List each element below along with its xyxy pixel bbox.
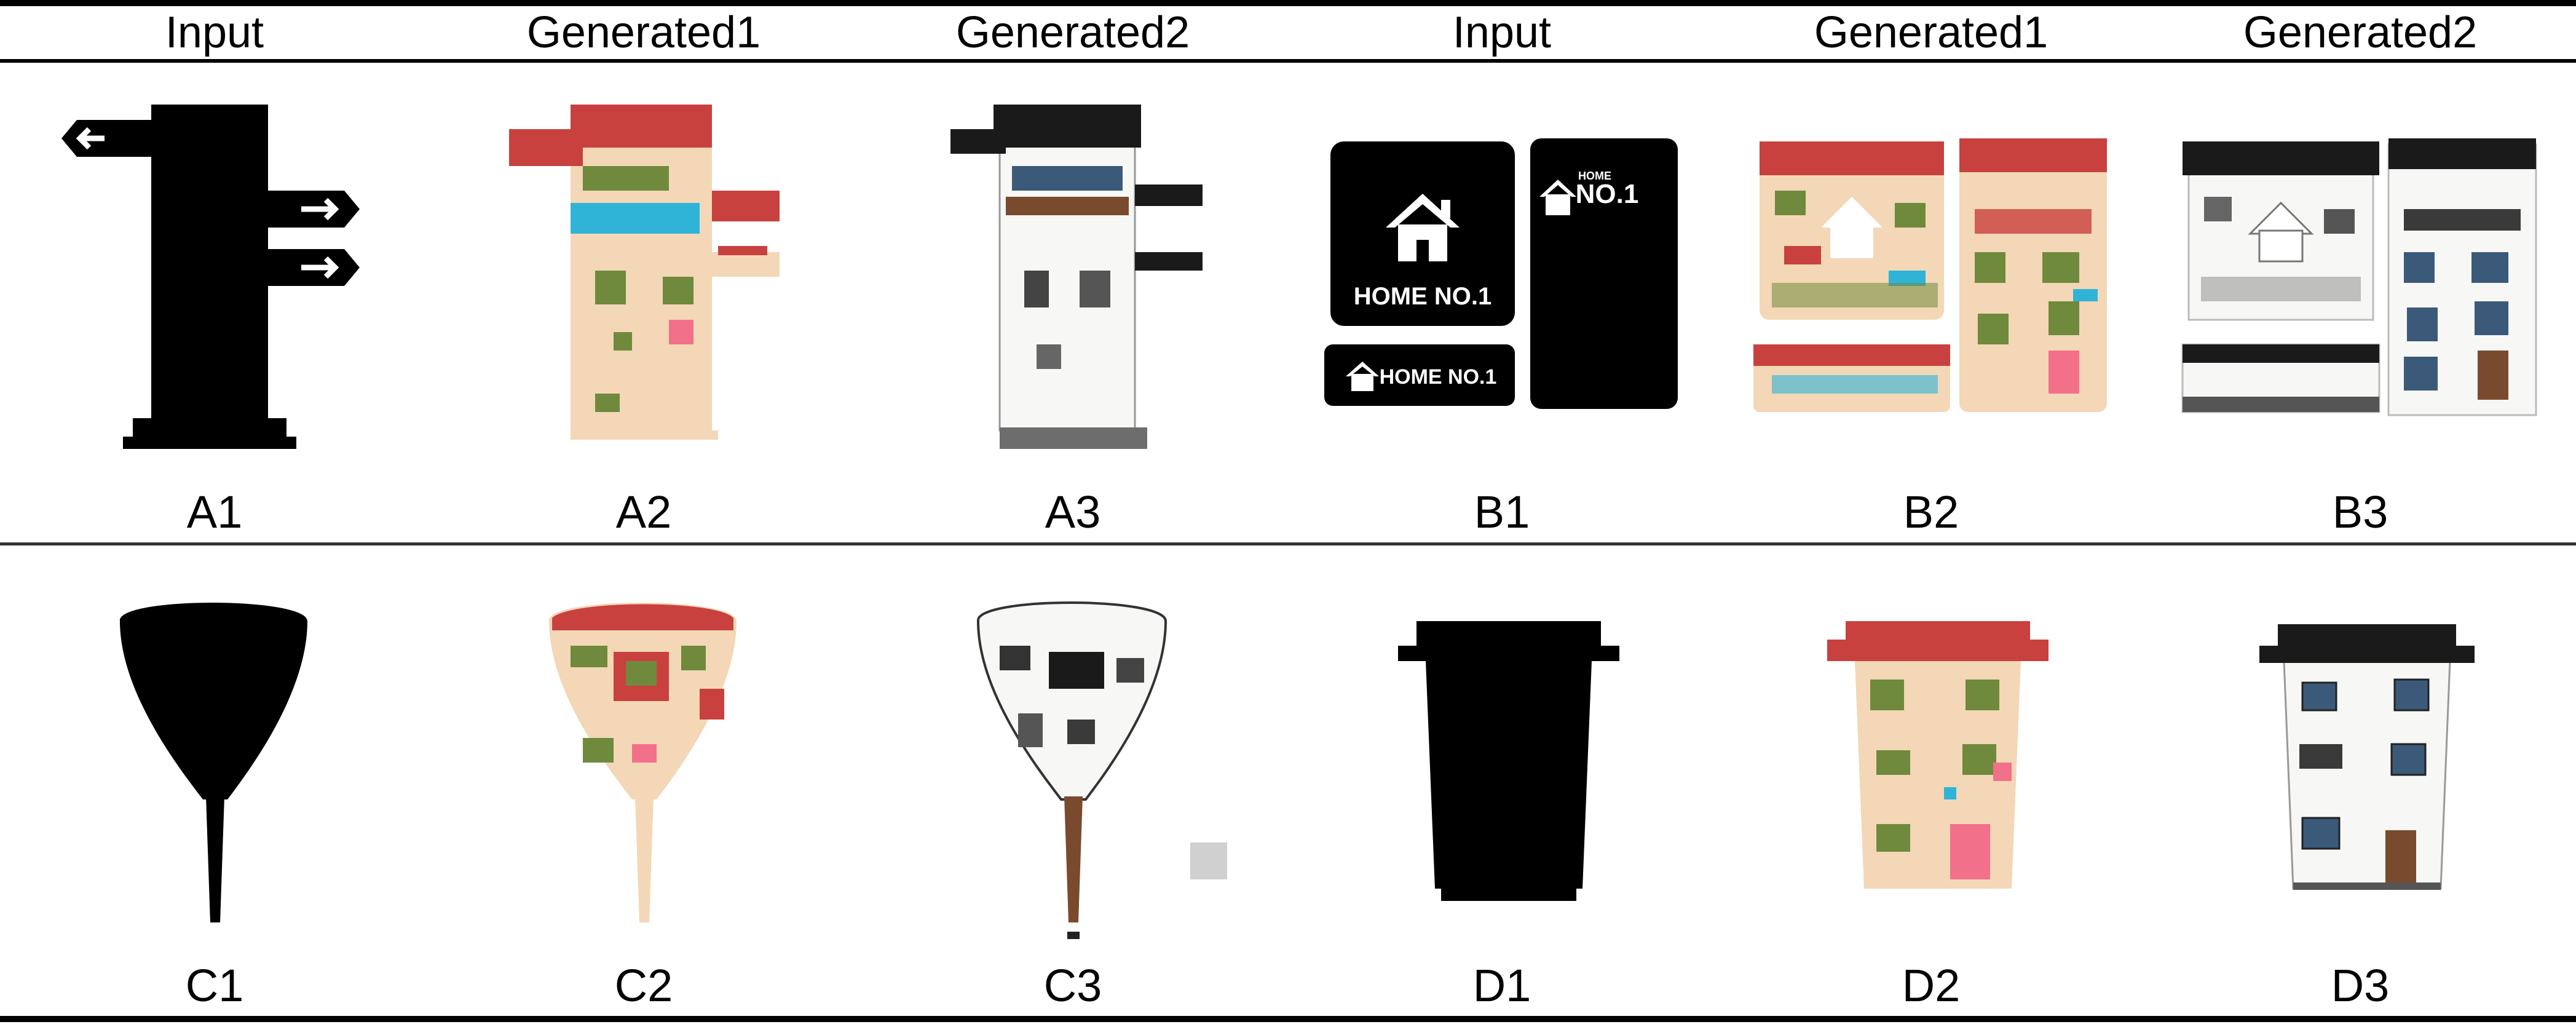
table-header-rule <box>0 59 2576 63</box>
column-header-generated2-2: Generated2 <box>2243 8 2478 57</box>
column-header-generated1-2: Generated1 <box>1814 8 2049 57</box>
table-bottom-rule <box>0 1016 2576 1022</box>
figure-label-c2: C2 <box>614 960 673 1011</box>
house-icon <box>1346 362 1379 391</box>
column-header-input-2: Input <box>1452 8 1552 57</box>
house-icon <box>1539 180 1576 215</box>
tall-sign-number-text: NO.1 <box>1576 179 1639 209</box>
figure-label-a2: A2 <box>615 486 672 537</box>
figure-label-a1: A1 <box>186 486 243 537</box>
figure-label-d1: D1 <box>1472 960 1531 1011</box>
house-icon <box>1386 194 1460 261</box>
figure-label-b3: B3 <box>2332 486 2388 537</box>
image-a2-generated-colored-signpost <box>429 86 858 461</box>
column-header-generated1-1: Generated1 <box>526 8 761 57</box>
image-c3-generated-realistic-fan <box>858 553 1287 947</box>
figure-label-c1: C1 <box>185 960 244 1011</box>
figure-label-b1: B1 <box>1474 486 1530 537</box>
image-b3-generated-realistic-buildings <box>2146 86 2575 461</box>
column-header-input-1: Input <box>165 8 264 57</box>
tall-sign-top-text: HOME <box>1578 170 1611 182</box>
big-sign-text: HOME NO.1 <box>1354 283 1491 310</box>
table-top-rule <box>0 0 2576 6</box>
image-c2-generated-colored-fan <box>429 553 858 947</box>
image-d2-generated-colored-building <box>1717 553 2146 947</box>
figure-label-a3: A3 <box>1045 486 1101 537</box>
image-a1-signpost-silhouette <box>0 86 429 461</box>
figure-label-b2: B2 <box>1903 486 1959 537</box>
figure-label-d2: D2 <box>1902 960 1961 1011</box>
image-d3-generated-realistic-building <box>2146 553 2575 947</box>
figure-label-c3: C3 <box>1043 960 1102 1011</box>
image-b2-generated-colored-buildings <box>1717 86 2146 461</box>
image-c1-fan-silhouette <box>0 553 429 947</box>
image-b1-home-sign-silhouette: HOME NO.1 HOME NO.1 HOME NO.1 <box>1287 86 1717 461</box>
image-d1-cup-silhouette <box>1287 553 1717 947</box>
small-sign-text: HOME NO.1 <box>1380 365 1497 389</box>
column-header-generated2-1: Generated2 <box>955 8 1190 57</box>
image-a3-generated-realistic-signpost <box>858 86 1287 461</box>
table-row-divider <box>0 542 2576 545</box>
figure-label-d3: D3 <box>2331 960 2390 1011</box>
